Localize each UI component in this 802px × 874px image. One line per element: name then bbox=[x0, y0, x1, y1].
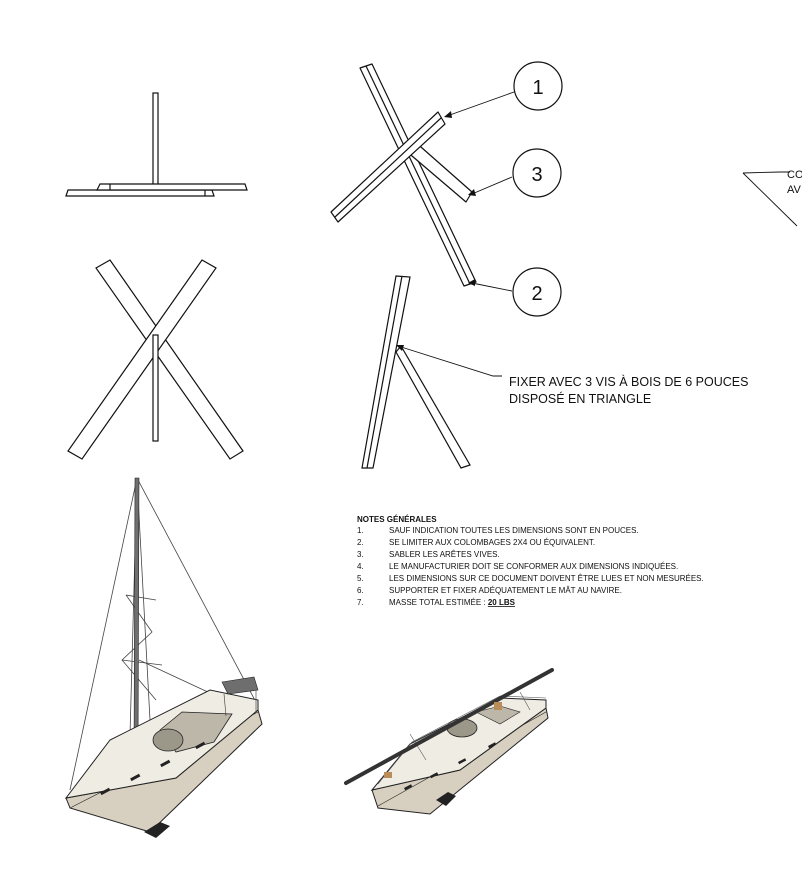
callout-2: 2 bbox=[512, 267, 562, 317]
side-view-leg bbox=[395, 344, 471, 469]
edge-leader-top bbox=[742, 171, 790, 174]
top-view-post bbox=[152, 92, 159, 187]
note-text-main: MASSE TOTAL ESTIMÉE : bbox=[389, 598, 488, 607]
sailboat-render-large bbox=[64, 477, 263, 838]
exploded-view bbox=[330, 63, 477, 287]
large-keel bbox=[144, 822, 170, 838]
callout-label-1: 1 bbox=[532, 77, 543, 99]
diagonal-shrouds bbox=[121, 594, 157, 701]
fixer-annotation: FIXER AVEC 3 VIS À BOIS DE 6 POUCES DISP… bbox=[396, 345, 748, 406]
small-dodger bbox=[446, 718, 478, 738]
top-view-base-upper bbox=[96, 183, 248, 191]
spreader-upper bbox=[125, 594, 157, 601]
large-arch bbox=[223, 690, 257, 717]
arrow-3 bbox=[468, 189, 476, 196]
front-view-post bbox=[152, 334, 159, 442]
callout-arrows bbox=[444, 111, 476, 286]
general-notes: NOTES GÉNÉRALES 1. SAUF INDICATION TOUTE… bbox=[357, 515, 704, 607]
small-support-rear bbox=[494, 702, 502, 710]
side-view-post-edge bbox=[366, 275, 403, 469]
callout-balloon-2 bbox=[512, 267, 562, 317]
callout-leaders bbox=[446, 91, 515, 292]
spreader-lower bbox=[121, 659, 163, 666]
note-item-6: 6. SUPPORTER ET FIXER ADÉQUATEMENT LE MÂ… bbox=[357, 586, 622, 595]
leader-1 bbox=[446, 91, 515, 117]
note-number: 2. bbox=[357, 538, 364, 547]
edge-leader-diag bbox=[742, 172, 798, 227]
arrow-2 bbox=[468, 279, 475, 286]
forestay bbox=[69, 477, 138, 791]
fixer-note-line1: FIXER AVEC 3 VIS À BOIS DE 6 POUCES bbox=[509, 374, 748, 389]
backstay bbox=[136, 477, 259, 707]
note-item-5: 5. LES DIMENSIONS SUR CE DOCUMENT DOIVEN… bbox=[357, 574, 704, 583]
fixer-arrow bbox=[396, 345, 404, 351]
top-view bbox=[65, 92, 248, 197]
note-text: SAUF INDICATION TOUTES LES DIMENSIONS SO… bbox=[389, 526, 639, 535]
note-text: SABLER LES ARÊTES VIVES. bbox=[389, 550, 500, 559]
note-text: LES DIMENSIONS SUR CE DOCUMENT DOIVENT Ê… bbox=[389, 574, 704, 583]
small-portholes bbox=[403, 742, 497, 791]
top-view-base-lower bbox=[65, 189, 215, 197]
note-text: SE LIMITER AUX COLOMBAGES 2X4 OU ÉQUIVAL… bbox=[389, 538, 595, 547]
small-keel bbox=[436, 792, 456, 806]
large-mast bbox=[133, 477, 140, 759]
front-view-leg-a bbox=[95, 259, 244, 460]
front-view bbox=[67, 259, 244, 460]
note-mass-value: 20 LBS bbox=[488, 598, 516, 607]
note-number: 6. bbox=[357, 586, 364, 595]
front-view-leg-b bbox=[67, 259, 217, 460]
small-rails bbox=[377, 691, 547, 785]
shroud-b bbox=[136, 477, 151, 721]
note-text: MASSE TOTAL ESTIMÉE : 20 LBS bbox=[389, 598, 516, 607]
note-number: 3. bbox=[357, 550, 364, 559]
notes-title: NOTES GÉNÉRALES bbox=[357, 515, 437, 524]
side-view-post bbox=[361, 275, 411, 469]
small-cockpit bbox=[475, 705, 521, 725]
note-item-1: 1. SAUF INDICATION TOUTES LES DIMENSIONS… bbox=[357, 526, 639, 535]
sailboat-render-small bbox=[344, 668, 554, 815]
note-number: 4. bbox=[357, 562, 364, 571]
note-text: LE MANUFACTURIER DOIT SE CONFORMER AUX D… bbox=[389, 562, 678, 571]
large-portholes bbox=[100, 741, 206, 796]
note-text: SUPPORTER ET FIXER ADÉQUATEMENT LE MÂT A… bbox=[389, 586, 622, 595]
note-item-3: 3. SABLER LES ARÊTES VIVES. bbox=[357, 550, 500, 559]
note-item-4: 4. LE MANUFACTURIER DOIT SE CONFORMER AU… bbox=[357, 562, 678, 571]
note-item-2: 2. SE LIMITER AUX COLOMBAGES 2X4 OU ÉQUI… bbox=[357, 538, 595, 547]
part-post-edge bbox=[365, 65, 471, 285]
callout-1: 1 bbox=[513, 61, 563, 111]
callout-balloon-3 bbox=[512, 148, 562, 198]
note-number: 7. bbox=[357, 598, 364, 607]
small-mast-stowed bbox=[344, 668, 554, 785]
fixer-note-line2: DISPOSÉ EN TRIANGLE bbox=[509, 391, 651, 406]
edge-note-line1: CO bbox=[787, 169, 802, 181]
fixer-leader bbox=[397, 345, 502, 377]
callout-label-3: 3 bbox=[531, 164, 542, 186]
note-number: 1. bbox=[357, 526, 364, 535]
leader-3 bbox=[471, 176, 513, 195]
arrow-1 bbox=[444, 111, 452, 118]
callout-balloon-1 bbox=[513, 61, 563, 111]
edge-annotation: CO AV bbox=[742, 169, 802, 227]
large-dodger bbox=[152, 728, 184, 752]
side-view bbox=[361, 275, 471, 469]
note-number: 5. bbox=[357, 574, 364, 583]
callout-label-2: 2 bbox=[531, 283, 542, 305]
large-solar-panel bbox=[221, 676, 259, 695]
note-item-7: 7. MASSE TOTAL ESTIMÉE : 20 LBS bbox=[357, 598, 516, 607]
small-support-front bbox=[384, 772, 392, 778]
leader-2 bbox=[471, 282, 513, 292]
edge-note-line2: AV bbox=[787, 184, 802, 196]
part-crossbar-edge bbox=[334, 117, 442, 218]
callout-3: 3 bbox=[512, 148, 562, 198]
